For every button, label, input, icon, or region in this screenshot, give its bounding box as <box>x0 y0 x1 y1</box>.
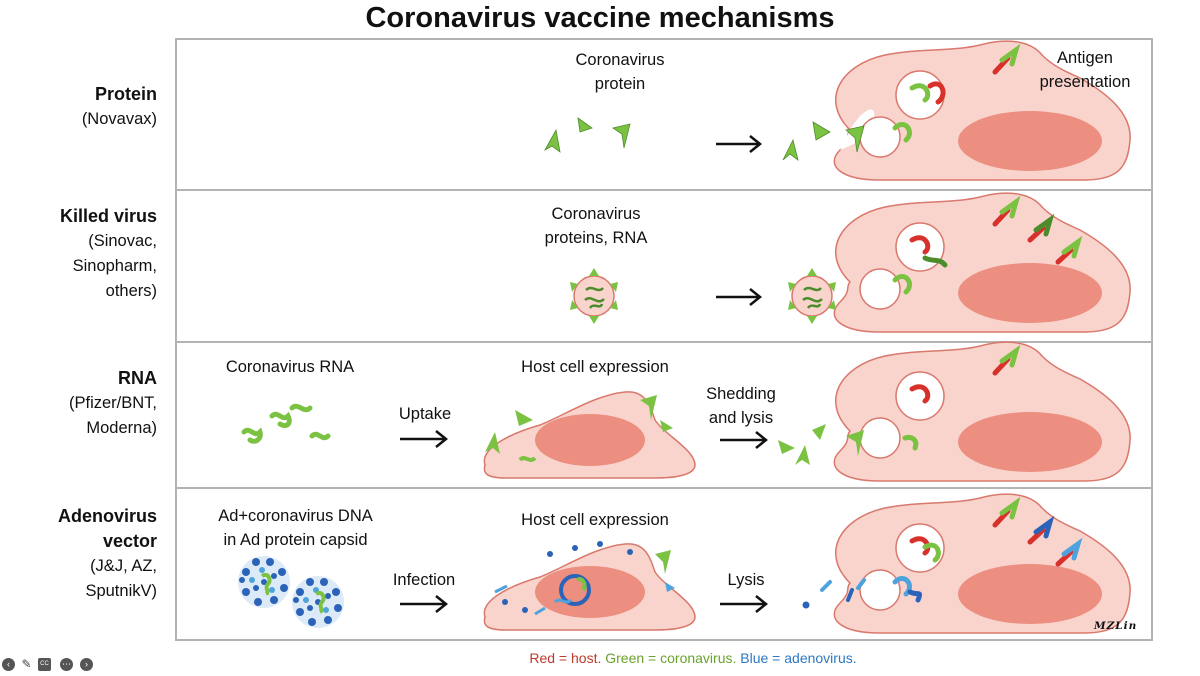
label-coronavirus-rna: Coronavirus RNA <box>225 358 355 376</box>
antigen-presenting-cell <box>833 341 1131 482</box>
lysis-debris <box>802 578 866 609</box>
label-line: protein <box>594 75 646 93</box>
color-legend: Red = host. Green = coronavirus. Blue = … <box>0 650 1200 666</box>
row-label-killed-virus: Killed virus (Sinovac, Sinopharm, others… <box>0 204 157 304</box>
label-line: Shedding <box>706 385 776 403</box>
legend-green: Green = coronavirus. <box>605 650 737 666</box>
antigen-presenting-cell <box>833 493 1131 634</box>
row-sub: (Pfizer/BNT, <box>68 394 157 412</box>
killed-virus-particle <box>570 268 618 324</box>
previous-slide-icon[interactable]: ‹ <box>2 658 15 671</box>
host-cell-expression <box>483 391 696 479</box>
coronavirus-proteins <box>543 117 865 161</box>
label-line: presentation <box>1039 73 1131 91</box>
label-line: proteins, RNA <box>544 229 648 247</box>
row-sub: others) <box>105 282 157 300</box>
captions-icon[interactable]: CC <box>38 658 51 671</box>
row-sub: Moderna) <box>86 419 157 437</box>
more-options-icon[interactable]: ⋯ <box>60 658 73 671</box>
label-antigen-presentation: Antigen presentation <box>1020 46 1150 94</box>
row-label-adenovirus: Adenovirus vector (J&J, AZ, SputnikV) <box>0 504 157 604</box>
row-sub: (Sinovac, <box>88 232 157 250</box>
label-coronavirus-protein: Coronavirus protein <box>525 48 715 96</box>
row-sub: (J&J, AZ, <box>90 557 157 575</box>
label-coronavirus-proteins-rna: Coronavirus proteins, RNA <box>511 202 681 250</box>
label-infection: Infection <box>392 571 456 589</box>
row-sub: (Novavax) <box>81 110 157 128</box>
label-line: Coronavirus <box>551 205 641 223</box>
antigen-presenting-cell <box>833 192 1131 333</box>
row-name: Protein <box>94 84 157 104</box>
legend-blue: Blue = adenovirus. <box>740 650 857 666</box>
label-line: in Ad protein capsid <box>223 531 368 549</box>
label-shedding-and-lysis: Shedding and lysis <box>696 382 786 430</box>
host-cell-infected <box>483 541 696 631</box>
row-name: Killed virus <box>59 206 157 226</box>
author-signature: MZLin <box>1094 620 1138 632</box>
row-sub: SputnikV) <box>85 582 157 600</box>
label-host-cell-expression-2: Host cell expression <box>521 511 669 529</box>
label-line: and lysis <box>708 409 774 427</box>
label-line: Ad+coronavirus DNA <box>218 507 373 525</box>
row-name: RNA <box>118 368 157 388</box>
label-line: Coronavirus <box>575 51 665 69</box>
killed-virus-particle <box>788 268 836 324</box>
vesicle-contents <box>892 81 948 603</box>
row-label-protein: Protein (Novavax) <box>0 82 157 132</box>
process-arrows <box>400 135 769 613</box>
label-uptake: Uptake <box>398 405 452 423</box>
row-sub: Sinopharm, <box>72 257 157 275</box>
label-line: Antigen <box>1057 49 1113 67</box>
label-lysis: Lysis <box>727 571 765 589</box>
adenovirus-particle <box>292 576 344 628</box>
mhc-receptors <box>992 43 1083 567</box>
row-name-2: vector <box>102 531 157 551</box>
next-slide-icon[interactable]: › <box>80 658 93 671</box>
row-label-rna: RNA (Pfizer/BNT, Moderna) <box>0 366 157 441</box>
row-name: Adenovirus <box>57 506 157 526</box>
legend-red: Red = host. <box>529 650 602 666</box>
label-ad-coronavirus-dna: Ad+coronavirus DNA in Ad protein capsid <box>198 504 393 552</box>
page-title: Coronavirus vaccine mechanisms <box>365 2 835 34</box>
shed-proteins <box>778 424 864 465</box>
label-host-cell-expression: Host cell expression <box>521 358 669 376</box>
adenovirus-particle <box>238 556 290 608</box>
coronavirus-rna <box>241 403 331 444</box>
pen-icon[interactable]: ✎ <box>21 657 32 671</box>
